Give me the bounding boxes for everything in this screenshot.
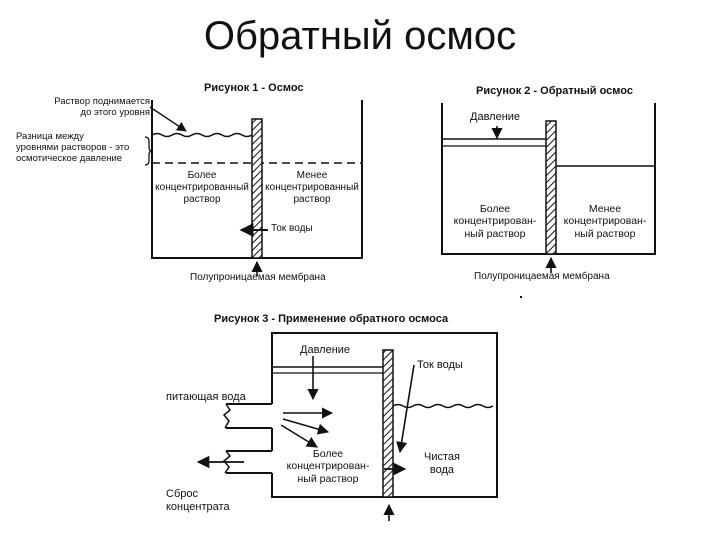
fig2-right-solution-line: ный раствор (574, 227, 636, 240)
fig1-rise-label: Раствор поднимается до этого уровня (16, 96, 150, 118)
fig3-feed-arrow-2 (282, 418, 330, 435)
fig3-concentrate-line: концентрирован- (286, 460, 370, 473)
fig1-high-level (151, 132, 263, 138)
fig1-left-solution-line: концентрированный (155, 181, 249, 193)
fig3-pure-water-line: Чистая (424, 451, 460, 463)
fig3-pressure-label: Давление (300, 344, 351, 356)
fig2-left-solution-line: ный раствор (464, 227, 526, 240)
fig1-diff-brace (144, 136, 153, 166)
fig1-rise-pointer (149, 106, 187, 132)
fig3-discharge-label: Сброс концентрата (166, 488, 230, 514)
page-title: Обратный осмос (203, 14, 517, 58)
fig3-concentrate-label: Более концентрирован- ный раствор (276, 448, 380, 485)
fig2-left-solution-line: Более (479, 203, 511, 215)
fig2-dot (520, 296, 522, 298)
fig3-flow-pointer (396, 364, 415, 454)
fig3-concentrate-line: Более (312, 448, 344, 460)
fig3-discharge-line: концентрата (166, 500, 230, 513)
fig3-right-level (392, 403, 494, 409)
fig2-diagram (441, 103, 656, 298)
fig1-right-solution-line: концентрированный (265, 181, 359, 193)
fig1-diff-label-line: Разница между (16, 131, 84, 142)
fig2-membrane-label: Полупроницаемая мембрана (474, 271, 610, 282)
fig3-pure-water-line: вода (429, 463, 455, 476)
fig3-feed-break (222, 403, 231, 429)
fig3-membrane (382, 349, 394, 498)
fig3-pure-water-label: Чистая вода (414, 451, 470, 477)
fig1-diff-label: Разница между уровнями растворов - это о… (16, 131, 129, 165)
fig2-right-solution-label: Менее концентрирован- ный раствор (556, 203, 654, 240)
fig2-right-solution-line: концентрирован- (563, 215, 647, 228)
fig3-diagram (196, 332, 498, 521)
fig1-diff-label-line: осмотическое давление (16, 153, 123, 165)
fig3-tank (271, 332, 498, 498)
fig1-caption: Рисунок 1 - Осмос (204, 82, 304, 94)
fig3-feed-arrow-3 (280, 424, 318, 448)
fig2-pressure-label: Давление (470, 111, 521, 123)
fig2-left-solution-label: Более концентрирован- ный раствор (446, 203, 544, 240)
fig3-flow-label: Ток воды (417, 359, 463, 371)
fig1-flow-label: Ток воды (271, 223, 313, 234)
fig1-right-solution-label: Менее концентрированный раствор (262, 170, 362, 205)
fig2-caption: Рисунок 2 - Обратный осмос (476, 85, 633, 97)
fig1-left-solution-line: Более (187, 170, 217, 181)
fig1-rise-label-line: Раствор поднимается (54, 96, 150, 107)
fig1-membrane-label: Полупроницаемая мембрана (190, 272, 326, 283)
fig1-rise-label-line: до этого уровня (80, 107, 150, 119)
fig3-feed-label: питающая вода (166, 391, 246, 403)
fig1-diff-label-line: уровнями растворов - это (16, 142, 130, 154)
fig3-discharge-line: Сброс (166, 488, 198, 500)
fig1-left-solution-line: раствор (183, 193, 221, 205)
fig3-caption: Рисунок 3 - Применение обратного осмоса (214, 313, 449, 325)
fig3-concentrate-line: ный раствор (297, 472, 359, 485)
fig1-diagram (144, 100, 363, 276)
fig2-right-solution-line: Менее (588, 203, 622, 215)
fig3-outlet-break (222, 450, 232, 474)
fig1-right-solution-line: Менее (296, 170, 328, 181)
fig1-left-solution-label: Более концентрированный раствор (152, 170, 252, 205)
fig1-right-solution-line: раствор (293, 193, 331, 205)
fig2-membrane (545, 120, 557, 255)
fig2-left-solution-line: концентрирован- (453, 215, 537, 228)
fig1-membrane (251, 118, 263, 259)
